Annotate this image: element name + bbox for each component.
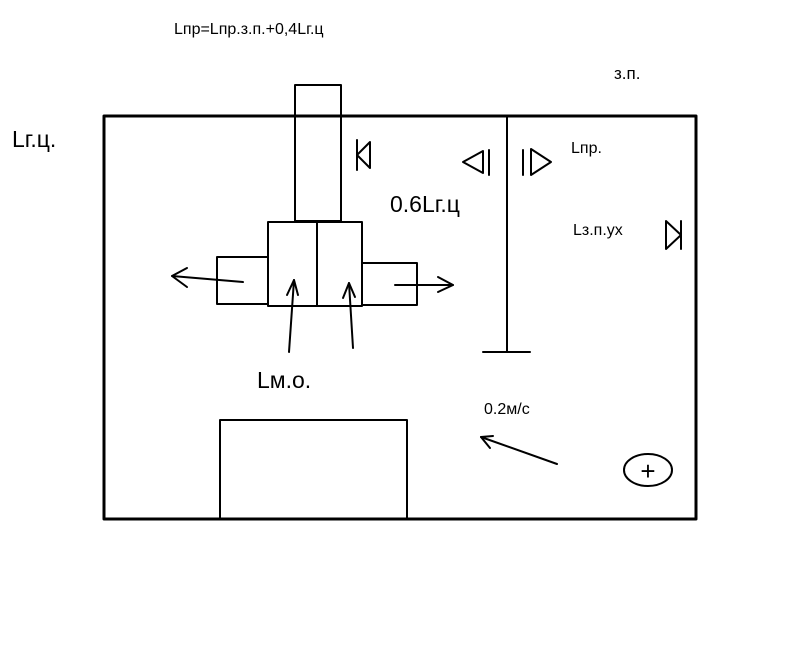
plus-symbol: + [640, 456, 655, 486]
heat-source-plus-icon: + [623, 453, 673, 487]
lgc-label: Lг.ц. [12, 126, 56, 152]
lpr-label: Lпр. [571, 140, 602, 157]
velocity-label: 0.2м/с [484, 401, 530, 418]
formula-label: Lпр=Lпр.з.п.+0,4Lг.ц [174, 21, 324, 38]
intake-arrow-right [342, 282, 356, 349]
right-pointing-valve-icon [522, 148, 552, 176]
machine-body-right [316, 221, 363, 307]
room-outline [102, 114, 698, 521]
floor-equipment-box [219, 419, 408, 520]
air-velocity-arrow [480, 435, 558, 465]
lgc-06-label: 0.6Lг.ц [390, 191, 460, 217]
vertical-duct [294, 84, 342, 222]
right-outflow-arrow [394, 276, 454, 293]
zone-label: з.п. [614, 64, 640, 83]
exhaust-valve-icon [665, 220, 682, 250]
intake-arrow-left [286, 279, 299, 353]
lzpux-label: Lз.п.ух [573, 222, 623, 239]
lmo-label: Lм.о. [257, 367, 311, 393]
left-outflow-arrow [171, 267, 244, 288]
duct-valve-icon [356, 139, 371, 171]
left-pointing-valve-icon [462, 149, 490, 176]
zone-partition [482, 115, 531, 353]
